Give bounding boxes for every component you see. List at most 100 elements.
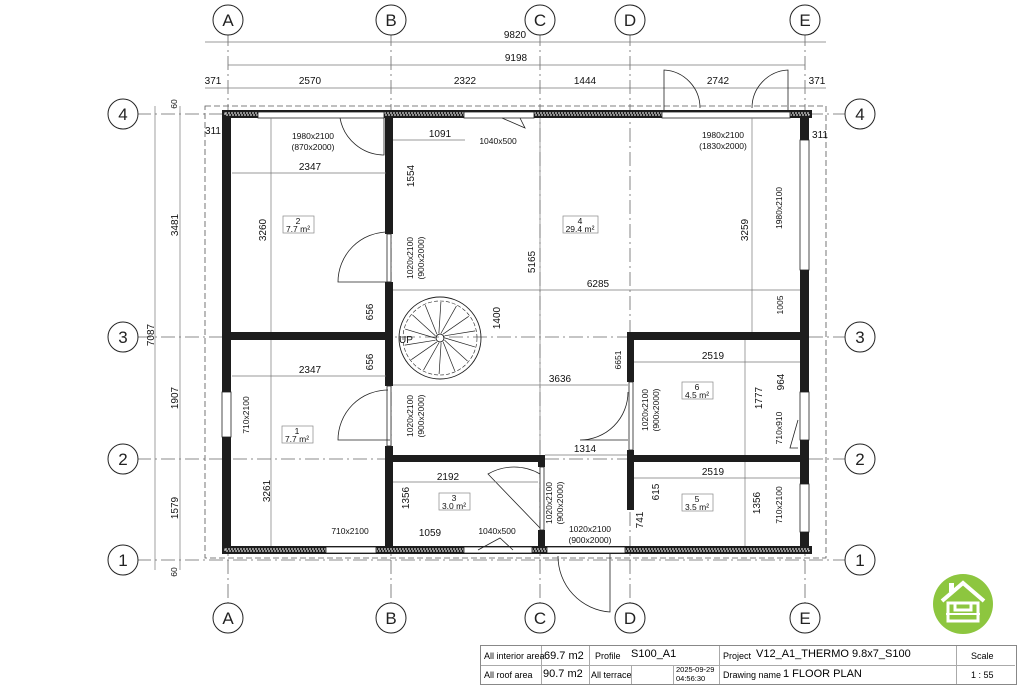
interior-dimension-labels: 2347 3260 1091 1554 5165 6285 3259 1980x…	[241, 129, 787, 539]
svg-text:1777: 1777	[754, 386, 765, 409]
room-tag-6: 64.5 m²	[681, 381, 714, 400]
svg-text:5: 5	[695, 494, 700, 504]
stair-tread	[442, 315, 469, 335]
svg-text:9820: 9820	[504, 30, 527, 41]
svg-text:1005: 1005	[775, 295, 785, 314]
svg-text:A: A	[222, 11, 234, 30]
grid-bubble-4-left: 4	[107, 98, 139, 130]
stair-tread	[438, 342, 442, 375]
svg-text:2519: 2519	[702, 467, 725, 478]
svg-text:E: E	[799, 609, 810, 628]
svg-text:1020x2100: 1020x2100	[405, 395, 415, 437]
stair-tread	[404, 339, 436, 346]
date-value: 2025-09-29	[676, 665, 715, 674]
svg-text:B: B	[385, 11, 396, 30]
svg-text:1356: 1356	[401, 486, 412, 509]
svg-text:9198: 9198	[505, 53, 528, 64]
svg-text:3: 3	[855, 328, 864, 347]
svg-text:29.4 m²: 29.4 m²	[566, 224, 595, 234]
grid-bubbles: A B C D E A B C D E 4 3 2 1 4 3 2 1	[107, 4, 876, 634]
grid-bubble-C-top: C	[524, 4, 556, 36]
project-value: V12_A1_THERMO 9.8x7_S100	[756, 648, 911, 660]
stair-tread	[412, 314, 436, 337]
svg-text:710x2100: 710x2100	[331, 526, 369, 536]
grid-bubble-E-top: E	[789, 4, 821, 36]
svg-text:1: 1	[855, 551, 864, 570]
svg-text:4: 4	[118, 105, 127, 124]
svg-text:7.7 m²: 7.7 m²	[286, 224, 310, 234]
svg-text:371: 371	[809, 76, 826, 87]
roof-area-label: All roof area	[484, 670, 533, 680]
grid-bubble-D-top: D	[614, 4, 646, 36]
svg-text:3260: 3260	[258, 218, 269, 241]
room-tag-1: 17.7 m²	[281, 425, 314, 444]
svg-text:7.7 m²: 7.7 m²	[285, 434, 309, 444]
grid-bubble-B-bottom: B	[375, 602, 407, 634]
grid-bubble-A-bottom: A	[212, 602, 244, 634]
svg-text:4: 4	[855, 105, 864, 124]
stair-tread	[423, 342, 440, 371]
svg-text:1020x2100: 1020x2100	[544, 482, 554, 524]
svg-text:615: 615	[651, 483, 662, 500]
svg-text:6651: 6651	[613, 350, 623, 369]
svg-text:1314: 1314	[574, 444, 597, 455]
svg-text:7087: 7087	[146, 323, 157, 346]
stair-tread	[444, 330, 476, 337]
svg-text:2322: 2322	[454, 76, 477, 87]
svg-text:1907: 1907	[170, 386, 181, 409]
svg-text:2: 2	[855, 450, 864, 469]
walls	[222, 110, 812, 554]
svg-text:2: 2	[296, 216, 301, 226]
svg-text:3.0 m²: 3.0 m²	[442, 501, 466, 511]
stair-tread	[405, 328, 436, 339]
svg-text:60: 60	[169, 99, 179, 109]
svg-text:1020x2100: 1020x2100	[640, 389, 650, 431]
grid-bubble-2-left: 2	[107, 443, 139, 475]
svg-text:1: 1	[295, 426, 300, 436]
svg-text:5165: 5165	[527, 250, 538, 273]
grid-bubble-2-right: 2	[844, 443, 876, 475]
svg-text:2570: 2570	[299, 76, 322, 87]
svg-text:964: 964	[776, 373, 787, 390]
svg-text:6285: 6285	[587, 279, 610, 290]
svg-text:1444: 1444	[574, 76, 597, 87]
svg-text:1980x2100: 1980x2100	[774, 187, 784, 229]
svg-text:1980x2100: 1980x2100	[702, 130, 744, 140]
svg-text:1356: 1356	[752, 491, 763, 514]
drawing-name-label: Drawing name	[723, 670, 782, 680]
terrace-label: All terrace	[591, 670, 632, 680]
svg-text:1554: 1554	[406, 164, 417, 187]
svg-text:60: 60	[169, 567, 179, 577]
svg-text:(900x2000): (900x2000)	[416, 394, 426, 437]
stair-tread	[438, 301, 442, 334]
svg-text:3259: 3259	[740, 218, 751, 241]
svg-text:3481: 3481	[170, 213, 181, 236]
svg-text:D: D	[624, 11, 636, 30]
opening-labels: 1980x2100 (870x2000) 1040x500 1980x2100 …	[291, 130, 747, 545]
svg-text:4.5 m²: 4.5 m²	[685, 390, 709, 400]
house-logo-icon	[933, 574, 993, 634]
svg-text:2347: 2347	[299, 162, 322, 173]
grid-bubble-D-bottom: D	[614, 602, 646, 634]
spiral-stair: UP	[398, 296, 482, 380]
svg-text:1579: 1579	[170, 496, 181, 519]
svg-text:1980x2100: 1980x2100	[292, 131, 334, 141]
scale-label: Scale	[971, 651, 994, 661]
svg-text:2519: 2519	[702, 351, 725, 362]
svg-text:1040x500: 1040x500	[478, 526, 516, 536]
svg-text:710x910: 710x910	[774, 411, 784, 444]
stair-up-label: UP	[399, 335, 413, 346]
interior-dimension-lines	[232, 118, 800, 546]
profile-label: Profile	[595, 651, 621, 661]
outer-dimensions: 9820 9198 371 2570 2322 1444 2742 371 70…	[146, 30, 828, 577]
svg-text:656: 656	[365, 303, 376, 320]
svg-text:371: 371	[205, 76, 222, 87]
project-label: Project	[723, 651, 752, 661]
title-block: All interior area 69.7 m2 All roof area …	[480, 645, 1017, 685]
svg-text:656: 656	[365, 353, 376, 370]
svg-text:E: E	[799, 11, 810, 30]
room-tag-3: 33.0 m²	[438, 492, 471, 511]
grid-bubble-3-right: 3	[844, 321, 876, 353]
svg-text:710x2100: 710x2100	[774, 486, 784, 524]
